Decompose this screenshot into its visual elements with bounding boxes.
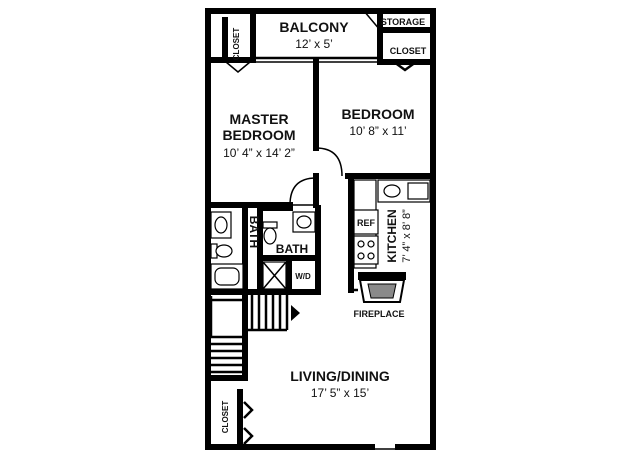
bedroom-label: BEDROOM (341, 106, 414, 122)
wd-label: W/D (295, 272, 311, 281)
bath-left-label: BATH (247, 216, 261, 248)
closet-top-left-label: CLOSET (232, 28, 241, 61)
closet-bottom-area (237, 389, 254, 450)
ref-label: REF (357, 218, 376, 228)
kitchen-dims: 7’ 4” x 8’ 8” (401, 209, 413, 263)
kitchen-area (348, 175, 431, 293)
bath-left (205, 202, 248, 295)
closet-top-right-label: CLOSET (390, 46, 427, 56)
living-dining-dims: 17’ 5” x 15’ (311, 386, 369, 400)
storage-label: STORAGE (381, 17, 425, 27)
outer-walls (205, 8, 436, 450)
fireplace-label: FIREPLACE (353, 309, 404, 319)
balcony-label: BALCONY (279, 19, 349, 35)
master-bedroom-label-1: MASTER (229, 111, 288, 127)
bath-center-label: BATH (276, 242, 308, 256)
bedroom-dims: 10’ 8” x 11’ (349, 124, 406, 138)
closet-top-left (222, 17, 251, 73)
closet-top-right (379, 59, 436, 72)
closet-bottom-label: CLOSET (221, 401, 230, 434)
bedroom-walls (205, 57, 436, 208)
living-dining-label: LIVING/DINING (290, 368, 390, 384)
master-bedroom-dims: 10’ 4” x 14’ 2” (223, 146, 295, 160)
stairs (205, 289, 300, 381)
balcony-dims: 12’ x 5’ (295, 37, 333, 51)
master-bedroom-label-2: BEDROOM (222, 127, 295, 143)
fireplace (358, 272, 406, 303)
kitchen-label: KITCHEN (385, 209, 399, 262)
